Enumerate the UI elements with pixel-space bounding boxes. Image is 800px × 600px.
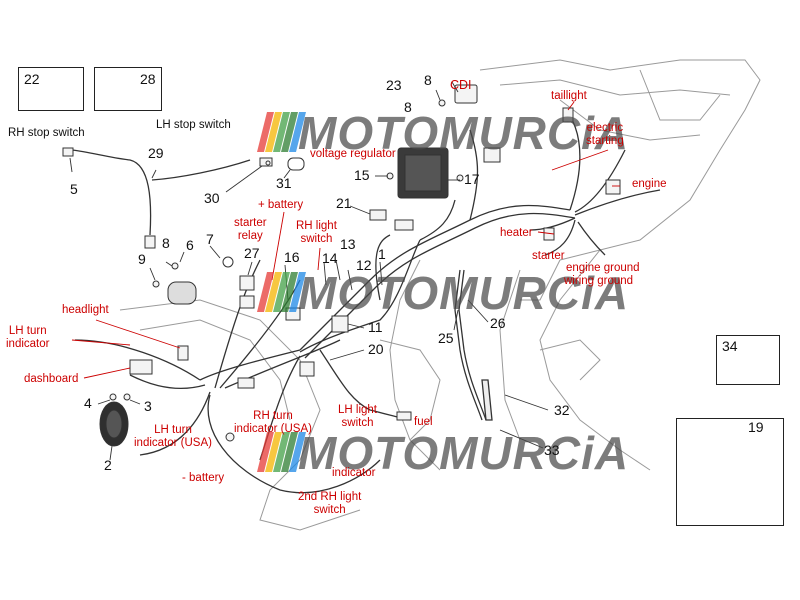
ground-lug [225,432,235,442]
callout-7: 7 [206,231,214,247]
rh-stop-switch-part [62,147,74,157]
label-plus-battery: + battery [258,199,304,211]
callout-20: 20 [368,341,384,357]
label-lh-light-switch: LH light switch [338,404,377,429]
callout-9: 9 [138,251,146,267]
callout-8: 8 [404,99,412,115]
label-engine-ground: engine ground [566,262,640,274]
label-taillight: taillight [551,90,587,102]
callout-4: 4 [84,395,92,411]
callout-5: 5 [70,181,78,197]
starter-relay [239,275,255,291]
connector [299,361,315,377]
label-dashboard: dashboard [24,373,79,385]
label-voltage-regulator: voltage regulator [310,148,396,160]
part-34-box [716,335,780,385]
callout-25: 25 [438,330,454,346]
label-wiring-ground: wiring ground [564,275,634,287]
callout-17: 17 [464,171,480,187]
fuel-connector [396,411,412,421]
taillight-connector [562,107,574,123]
connector [177,345,189,361]
watermark-text: MOTOMURCiA [298,267,630,319]
callout-11: 11 [368,319,383,335]
watermark-text: MOTOMURCiA [298,107,630,159]
callout-22: 22 [24,71,40,87]
callout-15: 15 [354,167,370,183]
label-lh-turn-indicator-usa: LH turn indicator (USA) [134,424,212,449]
components [62,84,756,447]
watermark-text: MOTOMURCiA [298,427,630,479]
part-8-screw [171,262,179,270]
label-headlight: headlight [62,304,109,316]
connector [144,235,156,249]
relay-base [239,295,255,309]
engine-connector [605,179,621,195]
callout-23: 23 [386,77,402,93]
callout-8: 8 [162,235,170,251]
callout-1: 1 [378,246,386,262]
callout-2: 2 [104,457,112,473]
label-electric-starting: electric starting [586,122,624,147]
callout-34: 34 [722,338,738,354]
label-lh-stop-switch: LH stop switch [156,119,231,131]
callout-12: 12 [356,257,372,273]
connector [394,219,414,231]
callout-31: 31 [276,175,292,191]
callout-6: 6 [186,237,194,253]
label-heater: heater [500,227,533,239]
frame-outline [119,59,761,531]
label-engine: engine [632,178,667,190]
part-22-box [18,67,84,111]
part-9-screw [152,280,160,288]
label-rh-stop-switch: RH stop switch [8,127,85,139]
label-lh-turn-indicator: LH turn indicator [6,325,50,350]
part-8-screw [438,99,446,107]
part-17-screw [456,174,464,182]
callout-26: 26 [490,315,506,331]
part-4-screw [109,393,117,401]
part-31-fuse [287,157,305,171]
cdi-unit [454,84,478,104]
starter-relay-part-6 [167,281,197,305]
label-fuel: fuel [414,416,433,428]
callout-27: 27 [244,245,260,261]
label-minus-battery: - battery [182,472,225,484]
connector [237,377,255,389]
callout-13: 13 [340,236,356,252]
dashboard-connector [129,359,153,375]
label-rh-turn-indicator-usa: RH turn indicator (USA) [234,410,312,435]
callout-3: 3 [144,398,152,414]
callout-16: 16 [284,249,300,265]
callout-29: 29 [148,145,164,161]
label-starter-relay: starter relay [234,217,267,242]
callout-33: 33 [544,442,560,458]
part-19-box [676,418,784,526]
label-cdi: CDI [450,78,472,92]
connector [369,209,387,221]
part-3-screw [123,393,131,401]
part-28-box [94,67,162,111]
callout-28: 28 [140,71,156,87]
part-7-ring [222,256,234,268]
label-rh-light-switch: RH light switch [296,220,337,245]
callout-8: 8 [424,72,432,88]
callout-32: 32 [554,402,570,418]
label-second-rh-light-switch: 2nd RH light switch [298,491,362,516]
callout-19: 19 [748,419,764,435]
callout-21: 21 [336,195,352,211]
connector [483,147,501,163]
callout-14: 14 [322,250,338,266]
label-starter: starter [532,250,565,262]
tube-and-sensor-lines [454,269,493,421]
label-indicator: indicator [332,467,376,479]
callout-30: 30 [204,190,220,206]
